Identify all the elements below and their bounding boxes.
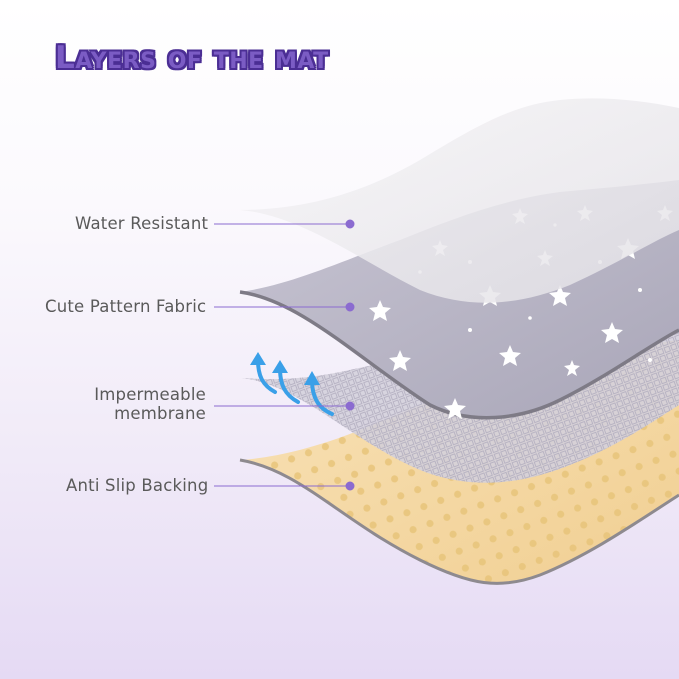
leader-dot-fabric [346,303,354,311]
leader-dot-membrane [346,402,354,410]
label-impermeable-membrane: Impermeable membrane [94,385,206,423]
leader-dot-water [346,220,354,228]
label-impermeable-line2: membrane [94,404,206,423]
label-water-resistant: Water Resistant [75,214,208,233]
label-anti-slip-backing: Anti Slip Backing [66,476,208,495]
label-cute-pattern-fabric: Cute Pattern Fabric [45,297,206,316]
label-impermeable-line1: Impermeable [94,385,206,404]
leader-dot-backing [346,482,354,490]
